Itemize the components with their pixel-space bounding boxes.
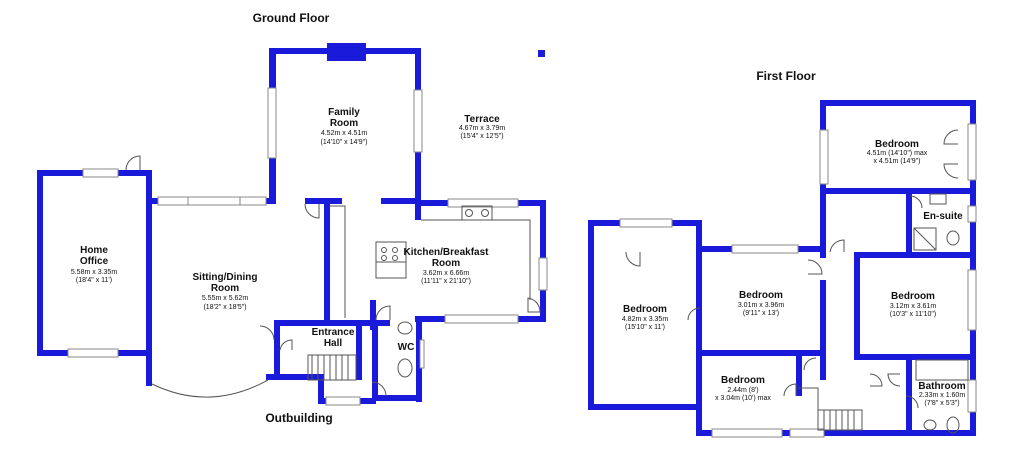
office-dim-2: (18'4" x 11'): [76, 277, 112, 284]
family-room-name-1: Family: [328, 107, 360, 118]
bed-master-dim-2: x 4.51m (14'9"): [873, 158, 920, 165]
kitchen-name-2: Room: [432, 258, 460, 269]
first-floor-fixtures: [625, 129, 969, 434]
kitchen-name-1: Kitchen/Breakfast: [403, 247, 489, 258]
bed-left-dim-1: 4.82m x 3.35m: [622, 316, 668, 323]
family-room-name-2: Room: [330, 118, 358, 129]
bathroom-name: Bathroom: [918, 381, 965, 392]
ensuite-name: En-suite: [923, 211, 963, 222]
outbuilding-label: Outbuilding: [265, 411, 332, 425]
hall-name-2: Hall: [324, 338, 343, 349]
ground-floor-windows: [67, 87, 548, 406]
bed-master-name: Bedroom: [875, 139, 919, 150]
bed-master-dim-1: 4.51m (14'10") max: [867, 150, 928, 157]
terrace-dim-2: (15'4" x 12'5"): [460, 133, 503, 140]
bathroom-dim-2: (7'8" x 5'3"): [924, 400, 959, 407]
family-room-dim-1: 4.52m x 4.51m: [321, 130, 367, 137]
wc-name: WC: [398, 342, 415, 353]
bed-small-dim-2: x 3.04m (10') max: [715, 395, 771, 402]
bed-left-dim-2: (15'10" x 11'): [625, 324, 665, 331]
bed-right-dim-2: (10'3" x 11'10"): [890, 311, 936, 318]
bed-left-name: Bedroom: [623, 304, 667, 315]
first-floor-windows: [619, 123, 977, 438]
family-room-dim-2: (14'10" x 14'9"): [321, 139, 368, 146]
hall-name-1: Entrance: [312, 327, 355, 338]
bed-small-name: Bedroom: [721, 375, 765, 386]
bed-mid-dim-1: 3.01m x 3.96m: [738, 302, 784, 309]
sitting-name-1: Sitting/Dining: [193, 272, 258, 283]
office-dim-1: 5.58m x 3.35m: [71, 269, 117, 276]
ground-floor-title: Ground Floor: [253, 11, 330, 25]
kitchen-dim-2: (11'11" x 21'10"): [421, 278, 471, 285]
first-floor-title: First Floor: [756, 69, 816, 83]
bed-right-dim-1: 3.12m x 3.61m: [890, 303, 936, 310]
bed-mid-dim-2: (9'11" x 13'): [743, 310, 779, 317]
terrace-name: Terrace: [464, 114, 500, 125]
bed-mid-name: Bedroom: [739, 290, 783, 301]
ground-floor-fixtures: [125, 155, 541, 398]
bed-small-dim-1: 2.44m (8'): [727, 387, 758, 394]
terrace-dim-1: 4.67m x 3.79m: [459, 125, 505, 132]
bathroom-dim-1: 2.33m x 1.60m: [919, 392, 965, 399]
sitting-name-2: Room: [211, 283, 239, 294]
kitchen-dim-1: 3.62m x 6.66m: [423, 270, 469, 277]
bed-right-name: Bedroom: [891, 291, 935, 302]
office-name-2: Office: [80, 256, 109, 267]
office-name-1: Home: [80, 245, 108, 256]
sitting-dim-2: (18'2" x 18'5"): [203, 304, 246, 311]
sitting-dim-1: 5.55m x 5.62m: [202, 295, 248, 302]
